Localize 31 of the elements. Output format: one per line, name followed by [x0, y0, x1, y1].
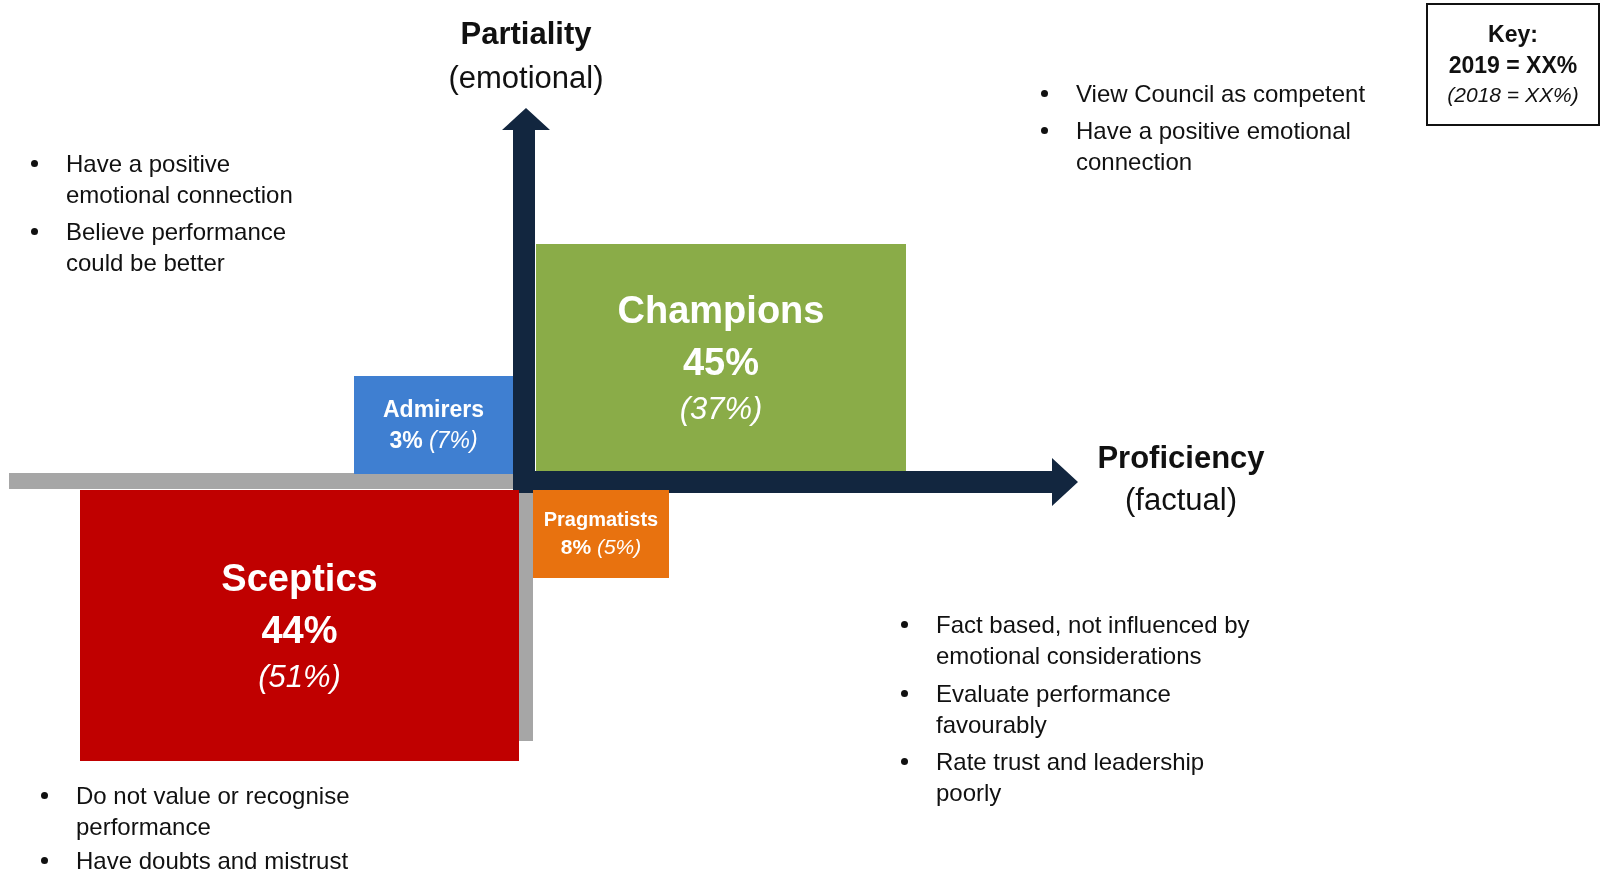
- bullet-point: Have a positive emotional connection: [1076, 116, 1352, 177]
- bullet-point: Have a positive emotional connection: [66, 149, 294, 210]
- axis-label: Partiality: [460, 15, 592, 53]
- axis-label: (emotional): [448, 59, 604, 97]
- bullet-point: Do not value or recognise performance: [76, 781, 351, 842]
- segment-title: Sceptics: [221, 556, 378, 602]
- percentage-text: 44%: [261, 607, 338, 653]
- bullet-point: Believe performance could be better: [66, 217, 288, 278]
- segment-box: [536, 244, 906, 471]
- key-box: [1426, 3, 1600, 126]
- percentage-text: (37%): [679, 389, 763, 428]
- bullet-point: Evaluate performance favourably: [936, 679, 1172, 740]
- bullet-point: Fact based, not influenced by emotional considerations: [936, 610, 1251, 671]
- bullet-point: Rate trust and leadership poorly: [936, 747, 1206, 808]
- segment-box: [80, 490, 519, 761]
- segment-box: [354, 376, 513, 474]
- percentage-text: 45%: [682, 339, 760, 385]
- bullet-point: View Council as competent: [1076, 79, 1367, 109]
- percentage-text: (51%): [258, 657, 341, 696]
- segment-title: Admirers: [383, 394, 484, 424]
- axis-label: (factual): [1125, 481, 1237, 519]
- segment-box: [533, 490, 669, 578]
- key-title: Key:: [1488, 20, 1538, 50]
- axis-label: Proficiency: [1097, 439, 1265, 477]
- key-text: 2019 = XX%: [1448, 51, 1578, 81]
- segment-title: Champions: [617, 288, 825, 334]
- key-text: (2018 = XX%): [1447, 82, 1579, 109]
- segment-title: Pragmatists: [543, 507, 659, 533]
- percentage-text: 8% (5%): [560, 534, 642, 561]
- bullet-point: Have doubts and mistrust: [76, 846, 350, 876]
- percentage-text: 3% (7%): [389, 426, 478, 455]
